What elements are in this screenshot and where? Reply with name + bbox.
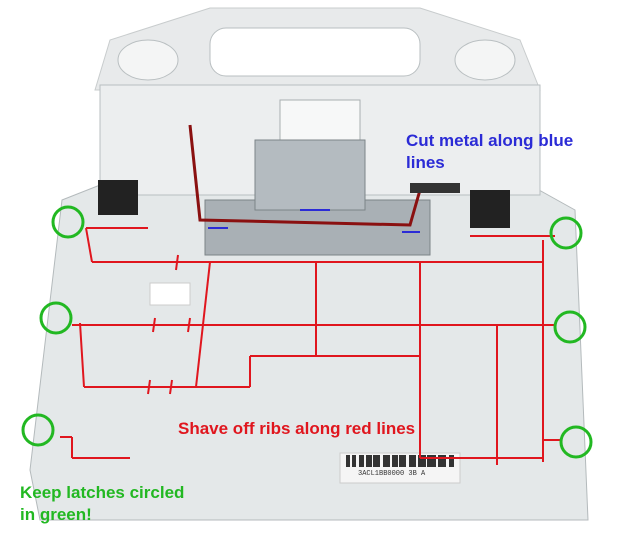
barcode-label: 3ACL1BB0000 3B A	[358, 470, 426, 478]
blue-lines-instruction: Cut metal along blue lines	[406, 131, 574, 172]
barcode	[346, 455, 454, 467]
green-circles-instruction: Keep latches circled in green!	[20, 483, 185, 524]
red-lines-instruction: Shave off ribs along red lines	[178, 419, 416, 438]
blue-cut-lines	[208, 209, 420, 233]
latch-circles	[21, 205, 593, 459]
red-cut-lines	[60, 227, 560, 465]
